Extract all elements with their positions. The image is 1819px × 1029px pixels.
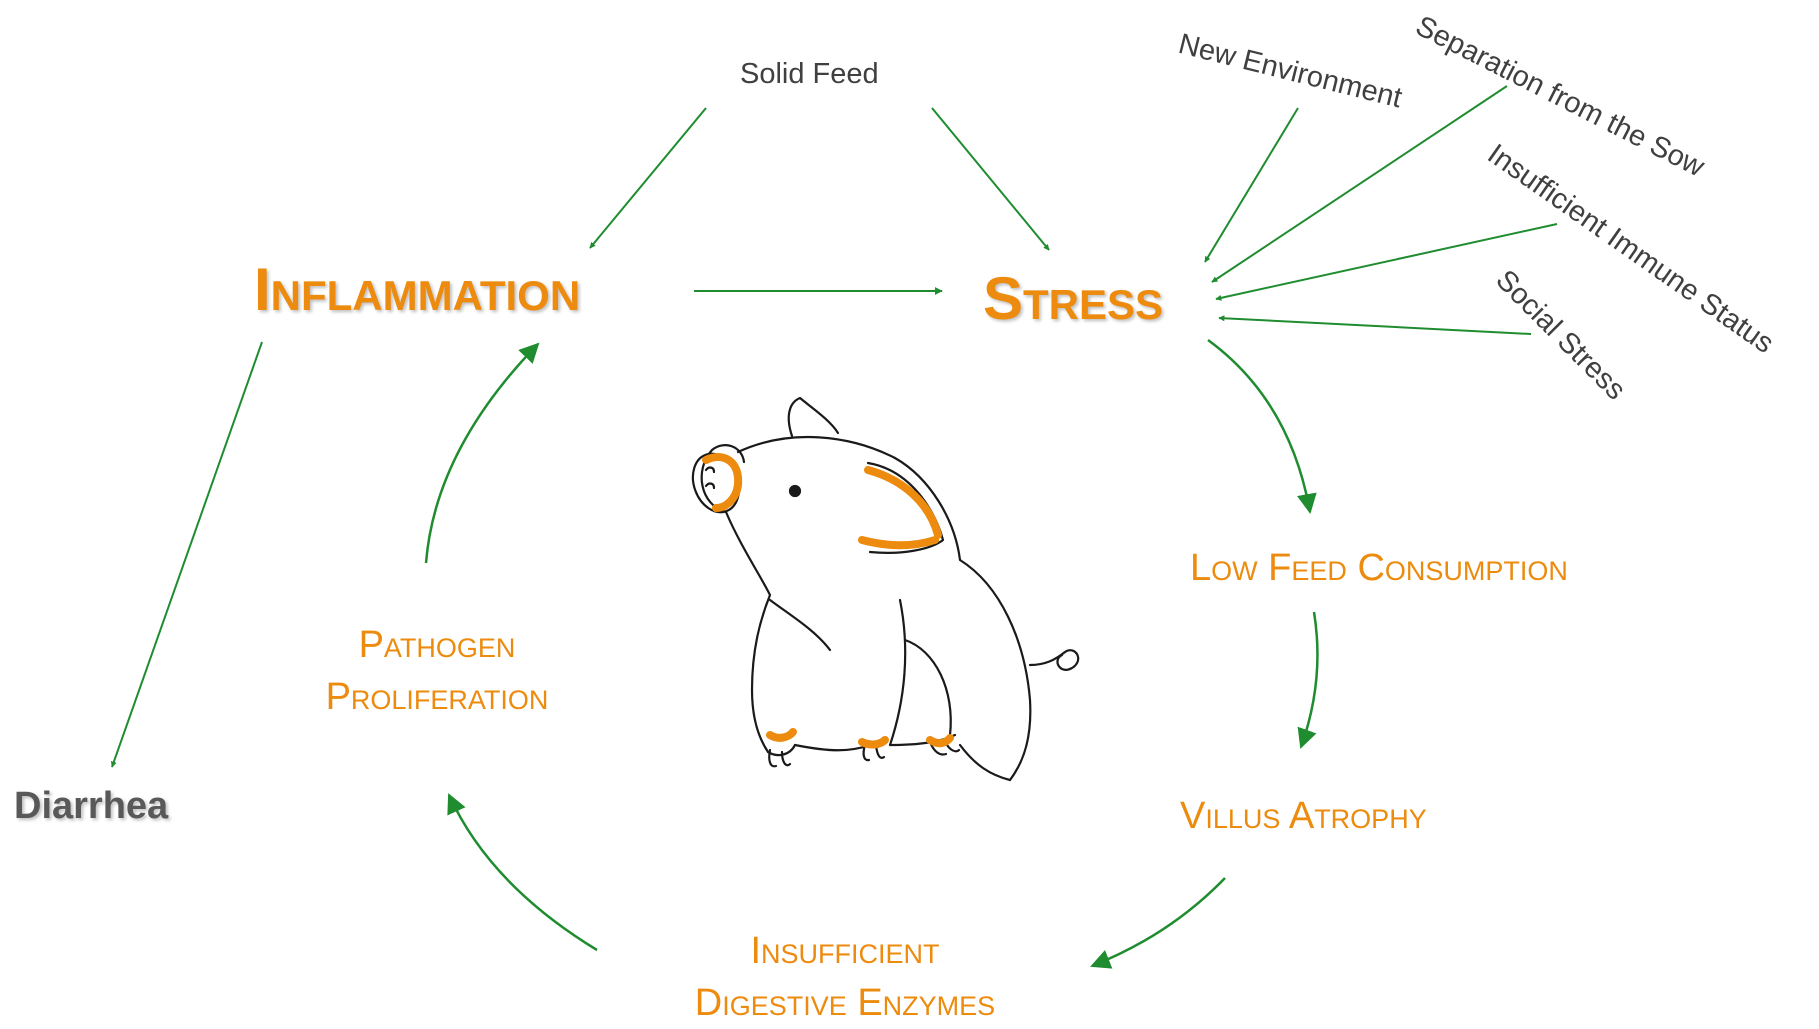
node-pathogen-proliferation-line2: Proliferation [282, 671, 592, 723]
node-insufficient-digestive-enzymes-line2: Digestive Enzymes [640, 977, 1050, 1029]
node-pathogen-proliferation: Pathogen Proliferation [282, 619, 592, 723]
node-low-feed-consumption: Low Feed Consumption [1190, 547, 1568, 590]
node-solid-feed: Solid Feed [740, 58, 879, 91]
node-insufficient-digestive-enzymes: Insufficient Digestive Enzymes [640, 925, 1050, 1029]
node-pathogen-proliferation-line1: Pathogen [282, 619, 592, 671]
node-inflammation: Inflammation [254, 255, 580, 324]
node-villus-atrophy: Villus Atrophy [1180, 795, 1427, 838]
node-stress: Stress [983, 264, 1163, 333]
node-insufficient-digestive-enzymes-line1: Insufficient [640, 925, 1050, 977]
node-diarrhea: Diarrhea [14, 785, 168, 828]
